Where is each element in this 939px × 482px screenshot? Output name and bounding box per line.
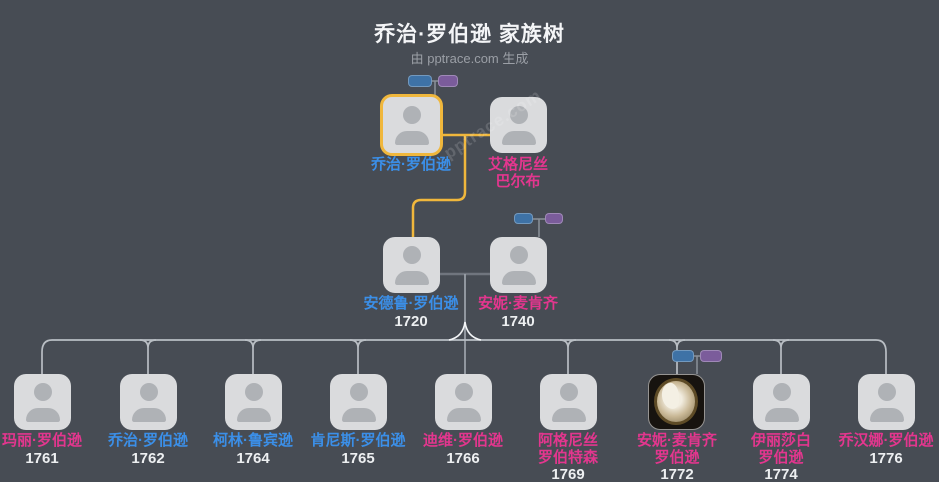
connector-drop-child-4 (349, 339, 367, 374)
badge-stub-child-7 (694, 355, 700, 374)
person-name: 安德鲁·罗伯逊 (363, 295, 459, 312)
person-silhouette-icon (869, 408, 904, 422)
person-node-father[interactable] (383, 237, 440, 293)
person-silhouette-icon (454, 383, 473, 401)
person-silhouette-icon (394, 131, 429, 145)
connector-children-bus (41, 339, 887, 353)
person-birth-year: 1766 (446, 450, 480, 467)
person-name: 伊丽莎白 罗伯逊 (750, 432, 811, 466)
person-name: 乔治·罗伯逊 (108, 432, 188, 449)
connector-drop-child-8 (772, 339, 790, 374)
connector-drop-child-2 (139, 339, 157, 374)
person-silhouette-icon (131, 408, 166, 422)
person-node-child-8[interactable] (753, 374, 810, 430)
person-silhouette-icon (772, 383, 791, 401)
person-silhouette-icon (877, 383, 896, 401)
female-parent-badge-icon[interactable] (545, 213, 563, 224)
generator-credit: 由 pptrace.com 生成 (410, 51, 529, 66)
badge-stub-grandfather (432, 80, 438, 96)
connector-drop-child-6 (559, 339, 577, 374)
connector-grandparents-to-father (411, 135, 467, 237)
person-name: 肯尼斯·罗伯逊 (310, 432, 406, 449)
person-name: 阿格尼丝 罗伯特森 (537, 432, 598, 466)
person-silhouette-icon (244, 383, 263, 401)
person-silhouette-icon (236, 408, 271, 422)
person-silhouette-icon (501, 271, 536, 285)
person-node-child-6[interactable] (540, 374, 597, 430)
male-parent-badge-icon[interactable] (672, 350, 694, 362)
person-birth-year: 1740 (501, 313, 535, 330)
person-name: 安妮·麦肯齐 (478, 295, 558, 312)
person-silhouette-icon (25, 408, 60, 422)
person-name: 安妮·麦肯齐 罗伯逊 (637, 432, 717, 466)
person-node-child-4[interactable] (330, 374, 387, 430)
person-silhouette-icon (341, 408, 376, 422)
male-parent-badge-icon[interactable] (408, 75, 432, 87)
page-title: 乔治·罗伯逊 家族树 (374, 23, 565, 46)
female-parent-badge-icon[interactable] (700, 350, 722, 362)
person-name: 艾格尼丝 巴尔布 (487, 156, 548, 190)
person-node-child-5[interactable] (435, 374, 492, 430)
person-silhouette-icon (559, 383, 578, 401)
person-silhouette-icon (394, 271, 429, 285)
person-silhouette-icon (139, 383, 158, 401)
person-birth-year: 1761 (25, 450, 59, 467)
person-name: 乔治·罗伯逊 (371, 156, 451, 173)
person-name: 柯林·鲁宾逊 (213, 432, 293, 449)
person-birth-year: 1776 (869, 450, 903, 467)
person-node-child-9[interactable] (858, 374, 915, 430)
person-name: 迪维·罗伯逊 (423, 432, 503, 449)
person-silhouette-icon (33, 383, 52, 401)
person-silhouette-icon (402, 106, 421, 124)
person-birth-year: 1764 (236, 450, 270, 467)
person-birth-year: 1774 (764, 466, 798, 482)
person-birth-year: 1765 (341, 450, 375, 467)
person-birth-year: 1772 (660, 466, 694, 482)
person-birth-year: 1762 (131, 450, 165, 467)
male-parent-badge-icon[interactable] (514, 213, 533, 224)
person-node-grandmother[interactable] (490, 97, 547, 153)
connector-trunk-flare (448, 321, 482, 341)
person-birth-year: 1769 (551, 466, 585, 482)
connector-drop-child-3 (244, 339, 262, 374)
person-name: 玛丽·罗伯逊 (2, 432, 82, 449)
person-silhouette-icon (509, 106, 528, 124)
connector-drop-child-7 (668, 339, 686, 374)
person-silhouette-icon (501, 131, 536, 145)
person-silhouette-icon (402, 246, 421, 264)
person-silhouette-icon (349, 383, 368, 401)
female-parent-badge-icon[interactable] (438, 75, 458, 87)
person-name: 乔汉娜·罗伯逊 (838, 432, 934, 449)
badge-stub-mother (533, 218, 545, 237)
person-node-grandfather[interactable] (380, 94, 443, 156)
person-node-mother[interactable] (490, 237, 547, 293)
person-birth-year: 1720 (394, 313, 428, 330)
person-silhouette-icon (551, 408, 586, 422)
person-silhouette-icon (446, 408, 481, 422)
person-node-child-2[interactable] (120, 374, 177, 430)
person-silhouette-icon (509, 246, 528, 264)
person-node-child-3[interactable] (225, 374, 282, 430)
person-node-child-1[interactable] (14, 374, 71, 430)
person-node-child-7-portrait[interactable] (648, 374, 705, 430)
person-silhouette-icon (764, 408, 799, 422)
